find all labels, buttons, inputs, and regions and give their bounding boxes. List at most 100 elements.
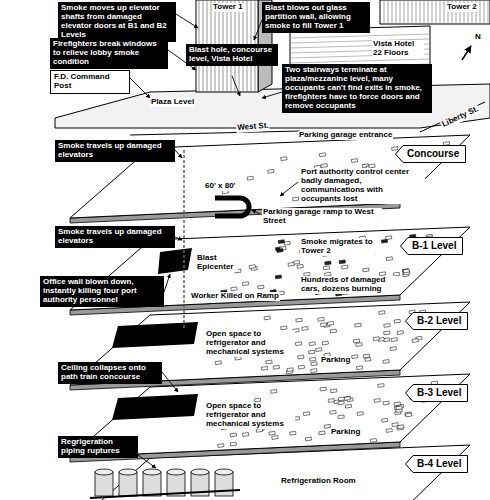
callout-box: Ceiling collapses onto path train concou…	[58, 362, 162, 384]
annotation-label: Refrigeration Room	[280, 477, 357, 486]
car	[247, 176, 253, 180]
tower-column	[384, 0, 385, 24]
callout-text: Smoke travels up damaged elevators	[58, 142, 172, 160]
car	[345, 404, 351, 408]
car	[385, 236, 391, 240]
leader-line	[130, 78, 150, 98]
tower-column	[440, 0, 441, 24]
annotation-label: Port authority control center badly dama…	[300, 168, 425, 204]
car	[379, 311, 385, 315]
car	[344, 396, 350, 400]
leader-line	[175, 150, 182, 158]
callout-text: Firefighters break windows to relieve lo…	[53, 40, 165, 67]
car	[316, 348, 322, 352]
car	[297, 264, 303, 268]
callout-text: Blast hole, concourse level, Vista Hotel	[189, 46, 275, 64]
car	[230, 433, 236, 437]
car	[374, 399, 380, 403]
callout-box: Firefighters break windows to relieve lo…	[50, 38, 168, 69]
car	[231, 287, 237, 291]
annotation-label: Smoke migrates to Tower 2	[300, 238, 375, 256]
annotation-label: Parking garage ramp to West Street	[262, 208, 382, 226]
callout-box: Two stairways terminate at plaza/mezzani…	[282, 64, 432, 113]
leader-line	[254, 20, 262, 40]
tower-column	[480, 0, 481, 24]
annotation-label: Vista Hotel 22 Floors	[372, 40, 424, 58]
car	[295, 342, 301, 346]
annotation-label: Open space to refrigerator and mechanica…	[205, 402, 295, 429]
car	[249, 265, 255, 269]
annotation-label: Parking	[330, 428, 361, 437]
car	[392, 147, 398, 151]
car	[303, 412, 309, 416]
car	[365, 358, 371, 362]
callout-box: Smoke moves up elevator shafts from dama…	[58, 2, 176, 42]
car	[290, 431, 296, 435]
car	[402, 269, 408, 273]
tower-column	[396, 0, 397, 24]
tab-shape	[396, 146, 466, 163]
tower-column	[388, 0, 389, 24]
chiller-top	[167, 469, 185, 475]
tower-column	[416, 0, 417, 24]
car	[355, 323, 361, 327]
level-tab: B-4 Level	[405, 455, 467, 472]
car	[330, 329, 336, 333]
tab-shape	[406, 456, 468, 473]
car	[323, 266, 329, 270]
car	[356, 343, 362, 347]
car	[344, 397, 350, 401]
chiller-body	[119, 472, 137, 496]
car	[390, 347, 396, 351]
car	[298, 365, 304, 369]
hotel-floor	[290, 34, 430, 38]
car	[328, 399, 334, 403]
car	[268, 169, 274, 173]
car	[325, 261, 331, 265]
tower-column	[392, 0, 393, 24]
car	[397, 331, 403, 335]
leader-line	[232, 76, 240, 96]
level-tab: Concourse	[395, 145, 465, 162]
car	[302, 327, 308, 331]
street-edge	[130, 131, 300, 135]
callout-text: F.D. Command Post	[54, 73, 126, 91]
car	[256, 428, 262, 432]
callout-text: B-1 Level	[412, 240, 456, 251]
car	[370, 439, 376, 443]
car	[319, 153, 325, 157]
annotation-label: 60' x 80'	[204, 182, 237, 191]
annotation-label: N	[474, 33, 482, 42]
leader-line	[176, 14, 198, 28]
north-arrow	[462, 46, 471, 60]
car	[373, 337, 379, 341]
car	[386, 257, 392, 261]
car	[383, 360, 389, 364]
car	[261, 366, 267, 370]
tower-column	[444, 0, 445, 24]
annotation-label: Tower 2	[446, 3, 478, 12]
annotation-label: Parking garage entrance	[298, 131, 393, 140]
car	[272, 436, 278, 440]
tab-shape	[406, 385, 468, 402]
tab-shape	[401, 238, 463, 255]
callout-box: Smoke travels up damaged elevators	[55, 140, 175, 162]
car	[378, 384, 384, 388]
command-post-box: F.D. Command Post	[50, 70, 130, 94]
car	[271, 390, 277, 394]
car	[321, 164, 327, 168]
callout-box: Office wall blown down, instantly killin…	[40, 276, 164, 307]
car	[342, 265, 348, 269]
chiller-top	[215, 469, 233, 475]
annotation-label: West St.	[236, 122, 270, 133]
car	[230, 442, 236, 446]
car	[384, 331, 390, 335]
callout-box: Regrigeration piping ruptures	[58, 436, 138, 458]
car	[320, 323, 326, 327]
car	[392, 423, 398, 427]
chiller-body	[95, 472, 113, 496]
car	[338, 401, 344, 405]
car	[284, 241, 290, 245]
blast-crater	[158, 248, 192, 274]
car	[331, 389, 337, 393]
